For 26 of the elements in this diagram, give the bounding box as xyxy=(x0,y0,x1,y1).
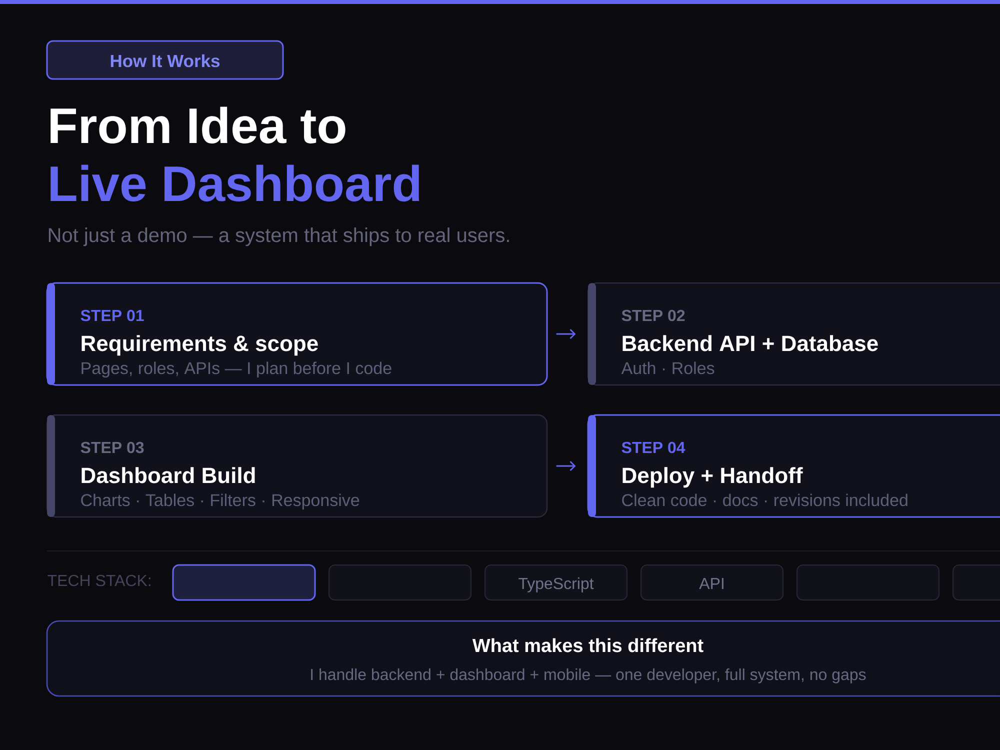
subtitle-text: Not just a demo — a system that ships to real users. xyxy=(48,228,509,246)
arrow xyxy=(556,329,576,339)
arrow xyxy=(556,461,576,471)
tech-tag xyxy=(172,564,316,601)
step-description: Pages, roles, APIs — I plan before I code xyxy=(82,362,392,378)
step-number: STEP 03 xyxy=(80,442,144,454)
tech-tag xyxy=(328,564,472,600)
tech-tag: TypeScript xyxy=(484,564,628,600)
step-description: Charts · Tables · Filters · Responsive xyxy=(81,494,360,510)
step-title: Deploy + Handoff xyxy=(622,467,803,488)
step-description: Clean code · docs · revisions included xyxy=(622,494,908,506)
heading: From Idea to Live Dashboard xyxy=(50,106,420,202)
step-number: STEP 04 xyxy=(622,442,686,454)
panel-heading: What makes this different xyxy=(472,638,704,652)
tech-tag: API xyxy=(640,564,784,600)
section-badge: How It Works xyxy=(46,40,284,80)
tech-tag xyxy=(952,564,1000,600)
step-title: Requirements & scope xyxy=(82,335,318,356)
section-label: TECH STACK: xyxy=(48,574,150,586)
tech-tag xyxy=(796,564,940,600)
step-number: STEP 02 xyxy=(622,310,685,322)
step-number: STEP 01 xyxy=(80,310,144,322)
step-title: Backend API + Database xyxy=(622,335,878,352)
step-description: Auth · Roles xyxy=(621,362,714,374)
panel-text: I handle backend + dashboard + mobile — one developer, full system, no gaps xyxy=(311,668,866,684)
step-title: Dashboard Build xyxy=(82,467,255,484)
